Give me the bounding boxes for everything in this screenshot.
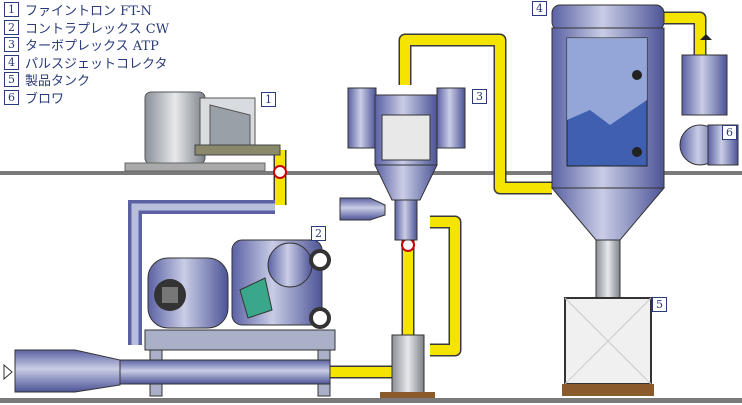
upper-floor	[0, 171, 742, 175]
legend-number: 4	[4, 54, 19, 70]
legend-label: ターボプレックス ATP	[25, 39, 159, 55]
legend-item: 6 ブロワ	[4, 89, 169, 107]
legend-item: 2 コントラプレックス CW	[4, 19, 169, 37]
legend-label: ファイントロン FT-N	[25, 4, 152, 20]
tag-1: 1	[261, 92, 276, 107]
legend-number: 3	[4, 37, 19, 53]
legend-number: 1	[4, 2, 19, 18]
legend-label: ブロワ	[25, 91, 65, 107]
legend-number: 2	[4, 19, 19, 35]
blower	[679, 34, 739, 166]
legend-item: 4 パルスジェットコレクタ	[4, 54, 169, 72]
legend: 1 ファイントロン FT-N 2 コントラプレックス CW 3 ターボプレックス AT…	[4, 1, 169, 107]
ground-floor	[0, 398, 742, 403]
legend-item: 3 ターボプレックス ATP	[4, 36, 169, 54]
tag-5: 5	[652, 297, 667, 312]
tag-2: 2	[311, 226, 326, 241]
turboplex-atp	[339, 87, 466, 398]
legend-item: 1 ファイントロン FT-N	[4, 1, 169, 19]
pulse-jet-collector	[550, 4, 666, 299]
legend-item: 5 製品タンク	[4, 71, 169, 89]
contraplex-cw	[3, 239, 336, 397]
tag-6: 6	[722, 125, 737, 140]
legend-label: 製品タンク	[25, 74, 91, 90]
fine-tron-ft-n	[124, 91, 281, 172]
legend-number: 5	[4, 72, 19, 88]
tag-4: 4	[532, 1, 547, 16]
tag-3: 3	[472, 89, 487, 104]
legend-label: パルスジェットコレクタ	[25, 56, 168, 72]
legend-label: コントラプレックス CW	[25, 21, 170, 37]
legend-number: 6	[4, 89, 19, 105]
product-tank	[562, 297, 654, 396]
